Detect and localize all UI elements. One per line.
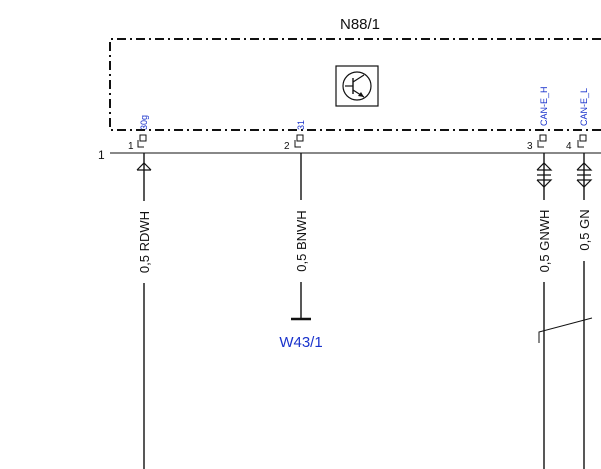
twisted-pair-marker	[538, 317, 593, 343]
connector-label: 1	[98, 148, 105, 162]
pin-number: 3	[527, 141, 533, 152]
pin-number: 1	[128, 141, 134, 152]
pin-signal-label: 31	[296, 120, 306, 130]
pin-number: 4	[566, 141, 572, 152]
double-plug-marker-icon	[576, 162, 593, 188]
wire-label: 0,5 GN	[577, 209, 592, 250]
pin-3: 3 CAN-E_H	[527, 86, 549, 152]
transistor-symbol-icon	[335, 65, 379, 107]
wire-1: 0,5 RDWH	[136, 153, 152, 469]
component-title: N88/1	[340, 16, 380, 33]
wire-3: 0,5 GNWH	[536, 153, 553, 469]
pin-signal-label: CAN-E_L	[579, 88, 589, 126]
pin-signal-label: CAN-E_H	[539, 86, 549, 126]
wire-label: 0,5 GNWH	[537, 210, 552, 273]
ground-label: W43/1	[279, 334, 322, 351]
pin-number: 2	[284, 141, 290, 152]
pin-1: 1 30g	[128, 115, 149, 152]
pin-signal-label: 30g	[139, 115, 149, 130]
wire-4: 0,5 GN	[576, 153, 593, 469]
wire-2: 0,5 BNWH W43/1	[279, 153, 323, 351]
component-boundary	[109, 38, 601, 131]
wire-label: 0,5 BNWH	[294, 210, 309, 271]
pin-4: 4 CAN-E_L	[566, 88, 589, 152]
plug-marker-icon	[136, 162, 152, 171]
double-plug-marker-icon	[536, 162, 553, 188]
pin-2: 2 31	[284, 120, 306, 152]
wire-label: 0,5 RDWH	[137, 211, 152, 273]
